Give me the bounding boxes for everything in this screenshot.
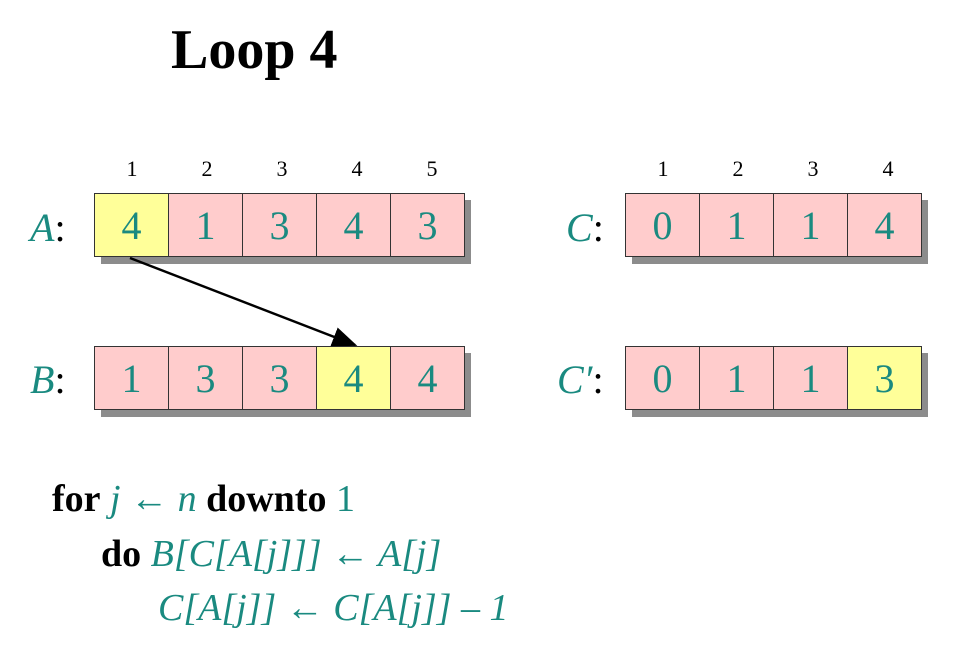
index-c-1: 1: [657, 156, 669, 181]
array-c-prime-label: C′:: [557, 357, 604, 402]
index-a-3: 3: [276, 156, 288, 181]
code-line-3: C[A[j]] ← C[A[j]] – 1: [158, 587, 509, 629]
cell-cp-4: 3: [847, 346, 922, 410]
index-a-2: 2: [201, 156, 213, 181]
cell-a-3: 3: [242, 193, 317, 257]
cell-c-2: 1: [699, 193, 774, 257]
cell-b-5: 4: [390, 346, 465, 410]
index-a-5: 5: [426, 156, 438, 181]
code-line-2: do B[C[A[j]]] ← A[j]: [101, 533, 442, 575]
code-line-1: for j ← n downto 1: [52, 478, 355, 520]
cell-b-2: 3: [168, 346, 243, 410]
cell-cp-1: 0: [625, 346, 700, 410]
index-c-2: 2: [732, 156, 744, 181]
array-a-label: A:: [30, 205, 66, 250]
cell-cp-3: 1: [773, 346, 848, 410]
index-a-1: 1: [126, 156, 138, 181]
cell-cp-2: 1: [699, 346, 774, 410]
index-c-3: 3: [807, 156, 819, 181]
cell-b-4: 4: [316, 346, 391, 410]
cell-a-5: 3: [390, 193, 465, 257]
array-b-label: B:: [30, 357, 66, 402]
cell-c-1: 0: [625, 193, 700, 257]
cell-b-1: 1: [94, 346, 169, 410]
slide-title: Loop 4: [171, 19, 338, 81]
array-c-label: C:: [566, 205, 604, 250]
index-c-4: 4: [882, 156, 894, 181]
cell-c-4: 4: [847, 193, 922, 257]
index-a-4: 4: [351, 156, 363, 181]
